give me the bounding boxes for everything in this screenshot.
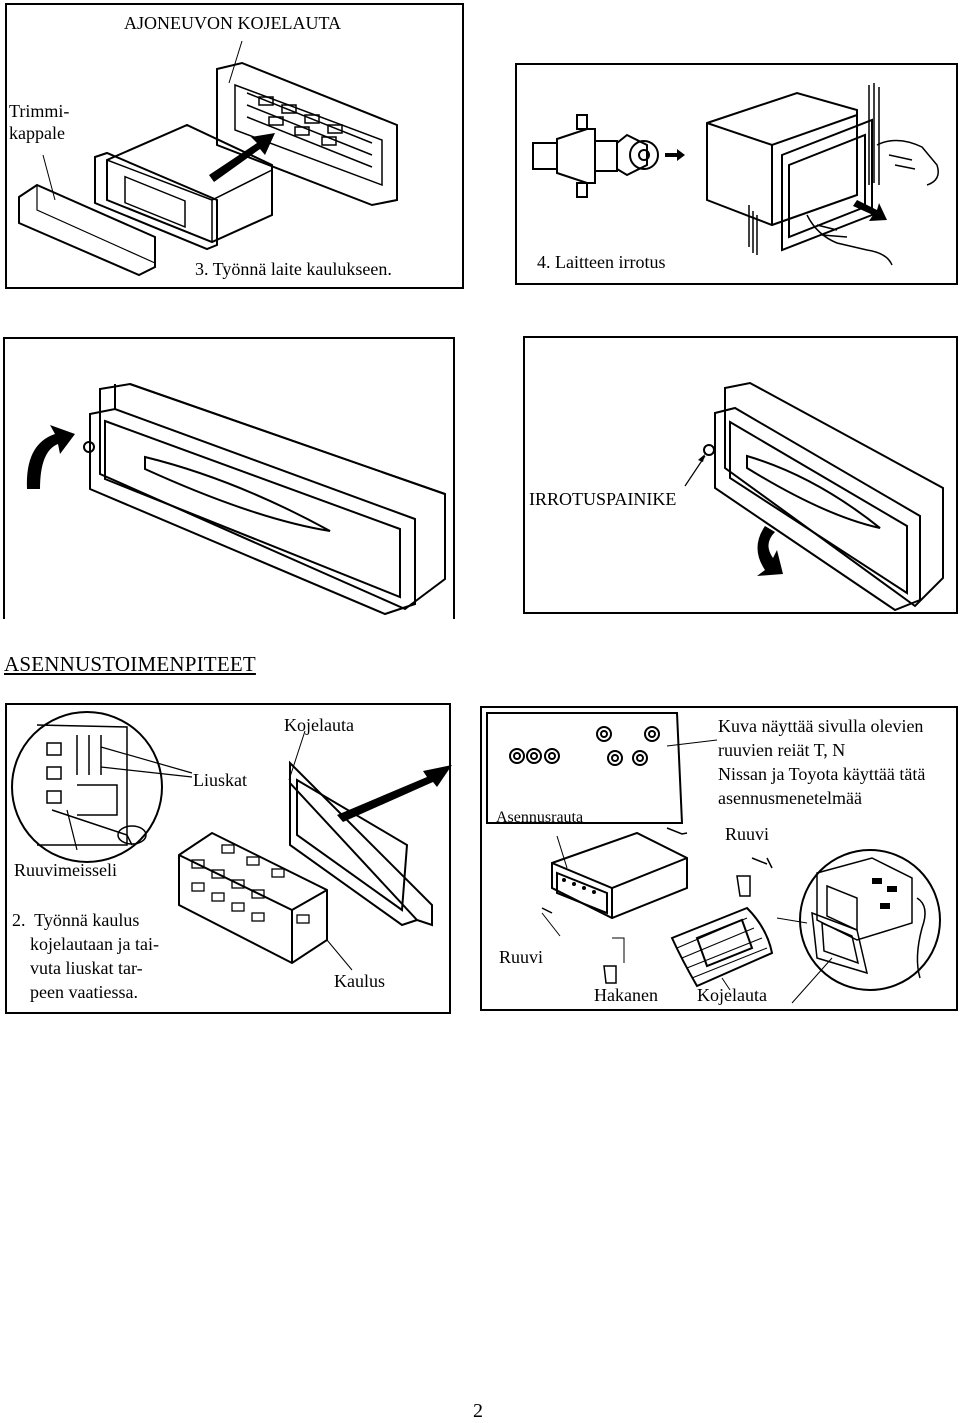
release-button-label: IRROTUSPAINIKE — [529, 489, 677, 509]
panel-bracket-install: Kuva näyttää sivulla olevien ruuvien rei… — [480, 706, 958, 1011]
screw-label-left: Ruuvi — [499, 947, 544, 967]
dashboard-label: Kojelauta — [284, 715, 354, 735]
bracket-label: Asennusrauta — [496, 809, 584, 826]
step-label: 2. Työnnä kaulus kojelautaan ja tai- vut… — [12, 910, 159, 1002]
removal-illustration — [532, 83, 939, 266]
bracket-illustration — [486, 712, 941, 1004]
panel-removal: 4. Laitteen irrotus — [515, 63, 958, 285]
step-label: 4. Laitteen irrotus — [537, 252, 666, 272]
panel-front-open — [3, 337, 455, 619]
panel-release-button: IRROTUSPAINIKE — [523, 336, 958, 614]
insert-unit-illustration — [18, 40, 398, 277]
collar-illustration — [11, 711, 452, 971]
side-screw-note: Kuva näyttää sivulla olevien ruuvien rei… — [718, 716, 926, 808]
trim-piece-label: Trimmi- kappale — [9, 101, 70, 143]
screw-label-right: Ruuvi — [725, 824, 770, 844]
page-number: 2 — [473, 1400, 483, 1422]
section-heading: ASENNUSTOIMENPITEET — [4, 652, 256, 676]
panel-collar-install: Kojelauta Liuskat Ruuvimeisseli 2. Työnn… — [5, 703, 452, 1014]
release-button-illustration — [684, 381, 944, 612]
panel-insert-unit: AJONEUVON KOJELAUTA Trimmi- kappale 3. T… — [5, 3, 464, 289]
front-panel-illustration — [26, 382, 446, 616]
step-label: 3. Työnnä laite kaulukseen. — [195, 259, 392, 279]
tabs-label: Liuskat — [193, 770, 247, 790]
dashboard-label: Kojelauta — [697, 985, 767, 1005]
hook-label: Hakanen — [594, 985, 658, 1005]
panel-title: AJONEUVON KOJELAUTA — [124, 13, 342, 33]
screwdriver-label: Ruuvimeisseli — [14, 860, 117, 880]
collar-label: Kaulus — [334, 971, 385, 991]
